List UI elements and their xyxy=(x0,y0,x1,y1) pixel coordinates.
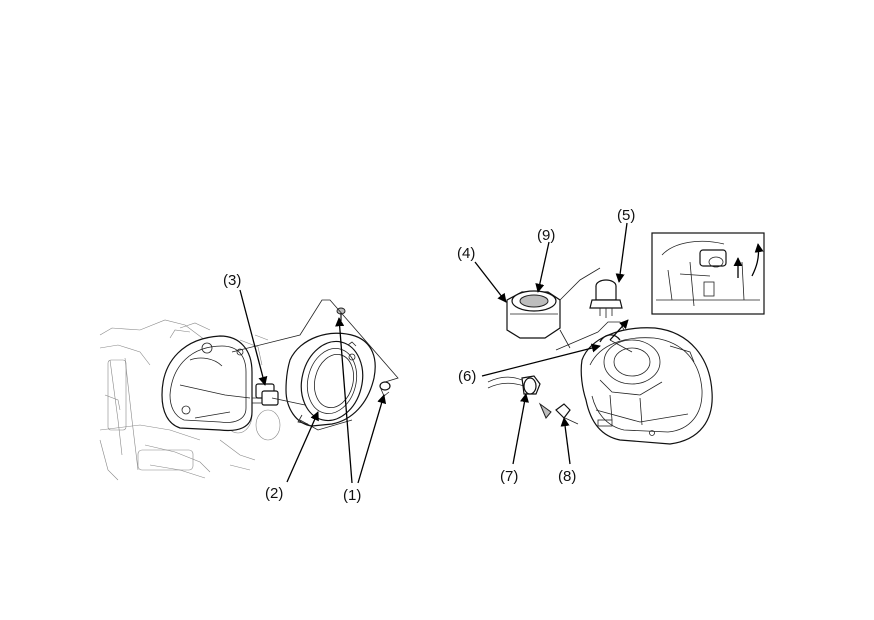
callout-1: (1) xyxy=(343,487,361,504)
position-light-bulb xyxy=(538,402,579,425)
callout-3: (3) xyxy=(223,272,241,289)
callout-9: (9) xyxy=(537,227,555,244)
screw-right xyxy=(379,381,391,397)
right-illustration: (4) (9) (5) (6) (7) (8) xyxy=(457,207,765,485)
callout-5: (5) xyxy=(617,207,635,224)
callout-7: (7) xyxy=(500,468,518,485)
left-leaders xyxy=(239,289,387,484)
headlight-unit xyxy=(285,332,376,427)
headlight-case xyxy=(161,335,253,432)
inset-detail xyxy=(651,232,765,315)
callout-8: (8) xyxy=(558,468,576,485)
connector xyxy=(252,383,279,406)
headlight-bulb xyxy=(589,279,623,318)
callout-6: (6) xyxy=(458,368,476,385)
alignment-lines xyxy=(231,299,399,431)
callout-2: (2) xyxy=(265,485,283,502)
left-illustration: (3) (2) (1) xyxy=(99,272,399,504)
callout-4: (4) xyxy=(457,245,475,262)
dust-cover xyxy=(506,290,561,339)
headlight-rear-housing xyxy=(580,327,713,445)
position-light-socket xyxy=(487,375,541,395)
right-leaders xyxy=(474,222,629,465)
